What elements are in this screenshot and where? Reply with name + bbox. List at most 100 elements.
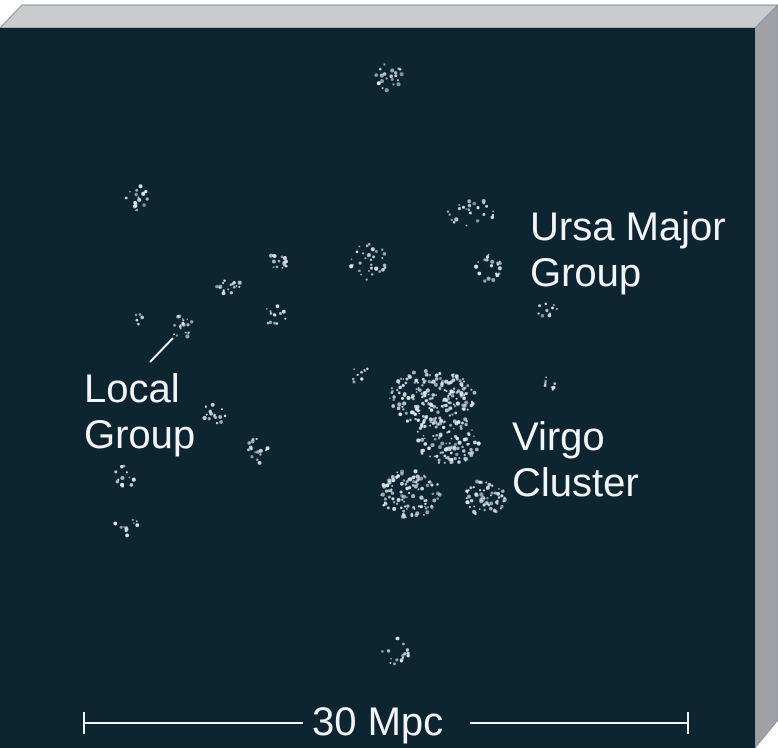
galaxy-dot [405,647,410,652]
galaxy-dot [425,483,430,488]
galaxy-dot [550,386,553,389]
galaxy-dot [423,369,428,374]
galaxy-dot [482,213,486,216]
galaxy-dot [186,323,190,327]
galaxy-dot [455,401,460,406]
galaxy-dot [436,491,440,496]
galaxy-dot [443,389,446,392]
galaxy-dot [186,318,189,321]
galaxy-dot [446,210,450,213]
scale-bar [83,712,689,734]
galaxy-dot [428,373,432,377]
galaxy-dot [426,399,429,401]
galaxy-dot [424,507,428,510]
galaxy-dot [450,218,453,222]
galaxy-dot [207,417,211,421]
galaxy-dot [370,263,373,266]
galaxy-dot [389,662,392,664]
galaxy-dot [462,437,467,442]
galaxy-dot [483,508,486,512]
galaxy-group [465,479,507,516]
galaxy-dot [427,401,430,404]
galaxy-dot [423,514,425,516]
galaxy-dot [462,396,466,400]
galaxy-dot [378,67,382,71]
galaxy-dot [441,451,444,454]
galaxy-dot [227,288,230,291]
galaxy-dot [485,258,489,262]
galaxy-dot [399,658,404,662]
galaxy-dot [282,261,287,266]
galaxy-dot [452,387,456,390]
galaxy-group [215,279,242,296]
galaxy-dot [416,483,419,486]
galaxy-dot [445,390,448,393]
galaxy-dot [281,266,284,269]
galaxy-dot [453,445,456,449]
galaxy-dot [247,448,250,452]
galaxy-dot [451,460,454,464]
galaxy-dot [128,476,131,479]
galaxy-dot [440,405,444,408]
galaxy-dot [370,273,374,276]
ursa-major-label-line2: Group [530,251,642,295]
galaxy-dot [407,491,411,495]
galaxy-dot [443,420,446,423]
galaxy-dot [483,279,487,283]
galaxy-dot [369,258,373,262]
galaxy-dot [448,414,452,417]
galaxy-dot [232,285,236,289]
galaxy-dot [413,484,418,489]
galaxy-dot [401,405,404,408]
galaxy-dot [475,219,480,223]
galaxy-dot [430,483,434,487]
galaxy-dot [362,252,365,255]
galaxy-dot [390,387,394,390]
galaxy-dot [176,314,180,319]
galaxy-dot [413,381,416,384]
galaxy-dot [390,68,395,73]
galaxy-dot [366,367,369,371]
galaxy-dot [444,379,449,384]
galaxy-dot [395,658,399,662]
galaxy-dot [452,220,456,224]
galaxy-dot [436,422,440,426]
galaxy-dot [408,477,413,482]
galaxy-dot [435,434,438,437]
galaxy-dot [404,483,408,486]
galaxy-dot [479,492,484,497]
galaxy-dot [381,267,385,272]
galaxy-dot [431,393,435,397]
galaxy-dot [485,255,490,259]
galaxy-dot [402,401,407,406]
galaxy-dot [459,393,464,398]
galaxy-dot [283,264,286,267]
galaxy-dot [431,492,435,496]
galaxy-dot [378,270,382,273]
galaxy-group [381,636,410,666]
galaxy-dot [131,477,136,482]
ursa-major-group-label: Ursa Major Group [530,204,726,296]
galaxy-dot [414,417,417,421]
galaxy-dot [544,302,548,306]
galaxy-dot [455,452,459,457]
galaxy-dot [398,382,400,385]
galaxy-dot [496,263,499,266]
galaxy-dot [447,447,452,452]
galaxy-dot [277,259,281,263]
galaxy-dot [397,402,402,407]
galaxy-dot [555,307,558,310]
galaxy-dot [464,422,468,427]
galaxy-dot [432,434,435,437]
galaxy-dot [468,211,472,215]
galaxy-dot [359,370,363,374]
galaxy-dot [475,479,479,484]
galaxy-dot [489,501,494,506]
galaxy-dot [268,320,273,324]
galaxy-dot [452,373,455,375]
galaxy-dot [545,308,549,313]
galaxy-dot [451,413,454,416]
galaxy-dot [469,447,473,452]
galaxy-dot [119,525,123,529]
galaxy-dot [448,406,452,410]
